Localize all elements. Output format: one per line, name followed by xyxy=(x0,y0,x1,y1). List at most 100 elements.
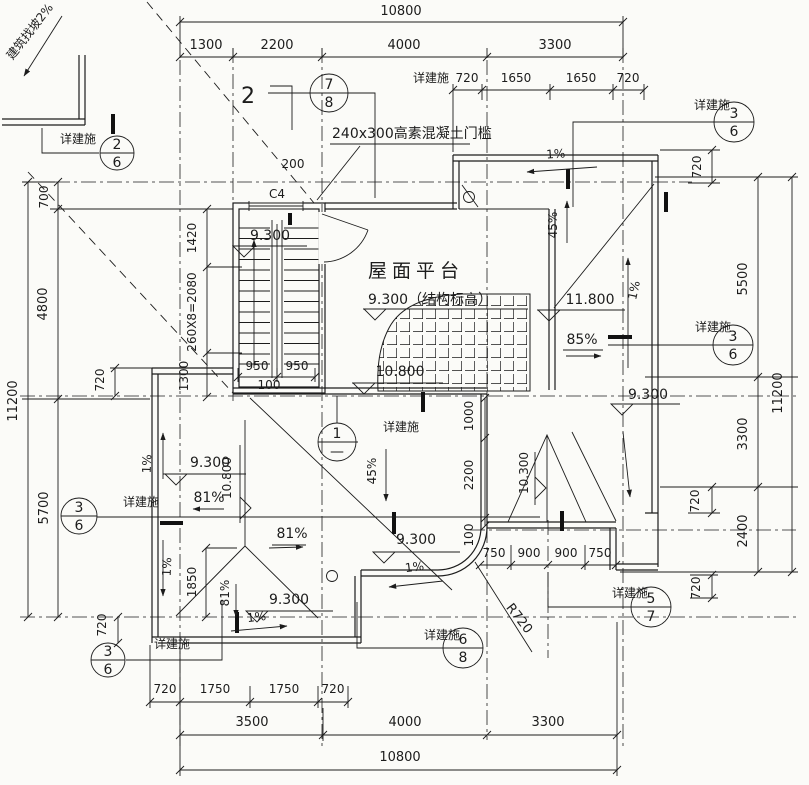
door-swing xyxy=(321,213,369,263)
dim: 5500 xyxy=(736,262,751,295)
roof-hip-lines xyxy=(175,183,655,619)
level-label: 9.300 xyxy=(269,592,309,608)
structural-level-label: 9.300（结构标高） xyxy=(368,291,492,308)
hatched-planter xyxy=(377,293,531,392)
callout-bottom: — xyxy=(330,444,344,460)
dimension-lines xyxy=(22,16,798,776)
dim: 720 xyxy=(456,71,479,85)
dim: 950 xyxy=(286,359,309,373)
dim: 1300 xyxy=(177,361,191,392)
slope-label: 1% xyxy=(246,609,267,625)
detail-ref-label: 详建施 xyxy=(413,70,449,85)
dim: 3300 xyxy=(531,715,564,730)
drain-icon xyxy=(463,191,475,203)
level-label: 10.800 xyxy=(376,364,425,380)
slope-label: 45% xyxy=(546,212,560,239)
callout-bottom: 6 xyxy=(113,155,122,171)
callout-top: 2 xyxy=(113,137,122,153)
dim: 1650 xyxy=(566,71,597,85)
text-labels: 建筑找坡2% 详建施 10800 1300 2200 4000 3300 详建施… xyxy=(3,0,786,765)
slope-label: 81% xyxy=(193,490,224,506)
dim: 720 xyxy=(617,71,640,85)
dim: 3300 xyxy=(736,417,751,450)
door-sill-note: 240x300高素混凝土门槛 xyxy=(332,125,492,142)
slope-label: 81% xyxy=(276,526,307,542)
detail-ref-label: 详建施 xyxy=(60,131,96,146)
dim: 2200 xyxy=(462,460,476,491)
dim: 720 xyxy=(690,156,704,179)
level-label: 9.300 xyxy=(628,387,668,403)
dim: 4000 xyxy=(387,38,420,53)
callout-7-8: 7 8 xyxy=(309,73,349,113)
callout-bottom: 6 xyxy=(729,347,738,363)
callout-bottom: 7 xyxy=(647,609,656,625)
level-label: 9.300 xyxy=(396,532,436,548)
callout-top: 3 xyxy=(75,500,84,516)
grid-centerlines xyxy=(20,48,800,746)
dim: 1420 xyxy=(185,223,199,254)
roof-drains xyxy=(326,191,475,582)
callout-1: 1 — xyxy=(317,422,357,462)
callout-top: 1 xyxy=(333,426,342,442)
detail-ref-label: 详建施 xyxy=(154,636,190,651)
slope-label: 1% xyxy=(625,279,643,301)
dim: 900 xyxy=(518,546,541,560)
callout-top: 3 xyxy=(729,329,738,345)
slope-label: 45% xyxy=(365,458,379,485)
callout-3-6-bottomleft: 3 6 xyxy=(90,642,126,678)
dim: 200 xyxy=(282,157,305,171)
detail-callouts: 2 6 7 8 3 6 3 6 1 — 3 6 3 xyxy=(60,73,755,678)
callout-bottom: 8 xyxy=(459,650,468,666)
callout-bottom: 6 xyxy=(104,662,113,678)
detail-ref-label: 详建施 xyxy=(424,627,460,642)
dim: 100 xyxy=(462,524,476,547)
dim: 260X8=2080 xyxy=(185,272,199,351)
dim: 720 xyxy=(689,577,703,600)
break-marks xyxy=(111,114,668,633)
room-label: 屋面平台 xyxy=(368,260,464,282)
dim: 720 xyxy=(688,490,702,513)
callout-bottom: 6 xyxy=(730,124,739,140)
dim: 1650 xyxy=(501,71,532,85)
dim: 1300 xyxy=(189,38,222,53)
dim: 1750 xyxy=(200,682,231,696)
dim: 700 xyxy=(37,186,51,209)
dim-overall-left: 11200 xyxy=(6,380,21,421)
dim: 100 xyxy=(258,378,281,392)
dim: 2200 xyxy=(260,38,293,53)
dim: 720 xyxy=(322,682,345,696)
dim: 3500 xyxy=(235,715,268,730)
dim-top-overall: 10800 xyxy=(380,4,421,19)
dim: 720 xyxy=(93,369,107,392)
callout-leaders xyxy=(41,85,714,661)
dim: 3300 xyxy=(538,38,571,53)
drain-icon xyxy=(326,570,338,582)
window-c4-symbol xyxy=(248,201,304,211)
slope-label: 1% xyxy=(160,557,175,577)
slope-label: 1% xyxy=(546,146,566,161)
extension-lines xyxy=(22,16,798,776)
dim: 1750 xyxy=(269,682,300,696)
callout-top: 7 xyxy=(325,77,334,93)
grid-number: 2 xyxy=(241,84,255,109)
dim: 1000 xyxy=(462,401,476,432)
slope-label: 85% xyxy=(566,332,597,348)
window-label: C4 xyxy=(269,187,285,201)
level-label: 10.300 xyxy=(517,452,531,494)
detail-ref-label: 详建施 xyxy=(383,419,419,434)
callout-3-6-left: 3 6 xyxy=(60,497,98,535)
detail-ref-label: 详建施 xyxy=(695,319,731,334)
dim: 750 xyxy=(483,546,506,560)
callout-top: 6 xyxy=(459,632,468,648)
callout-top: 5 xyxy=(647,591,656,607)
dim: 2400 xyxy=(736,514,751,547)
callout-6-8: 6 8 xyxy=(442,627,484,669)
dim: 750 xyxy=(589,546,612,560)
slope-label: 81% xyxy=(218,580,232,607)
slope-arrows xyxy=(23,15,632,632)
callout-top: 3 xyxy=(104,644,113,660)
dim-bottom-overall: 10800 xyxy=(379,750,420,765)
dim: 4800 xyxy=(36,287,51,320)
callout-2-6: 2 6 xyxy=(99,135,135,171)
dim: 900 xyxy=(555,546,578,560)
